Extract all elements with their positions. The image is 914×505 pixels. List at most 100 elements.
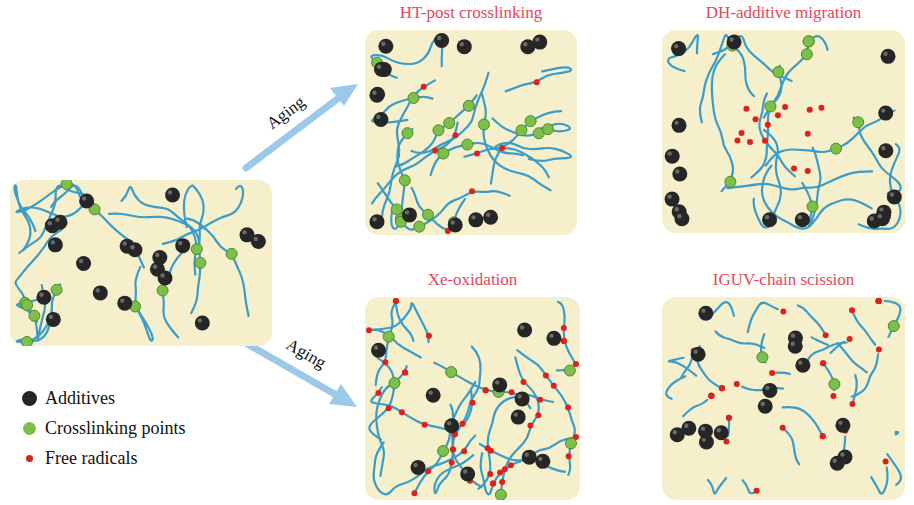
free-radical [876, 346, 882, 352]
polymer-chain [500, 357, 539, 495]
panel-title: DH-additive migration [642, 3, 914, 23]
crosslink-point [462, 139, 473, 150]
additive [671, 41, 686, 56]
polymer-chain [852, 310, 875, 345]
additive [457, 39, 472, 54]
additive-highlight [791, 342, 795, 346]
additive [483, 210, 498, 225]
crosslink-point [565, 438, 576, 449]
free-radical [734, 137, 740, 143]
panel-title: IGUV-chain scission [642, 270, 914, 290]
additive [444, 418, 459, 433]
additive [93, 285, 108, 300]
additive [672, 167, 687, 182]
free-radical [543, 372, 549, 378]
additive-highlight [878, 214, 882, 218]
free-radical [422, 422, 428, 428]
additive-highlight [428, 391, 432, 395]
crosslink-point [22, 300, 33, 311]
free-radical [488, 448, 494, 454]
additive-highlight [684, 424, 688, 428]
additive-highlight [178, 241, 182, 245]
crosslink-point [495, 489, 506, 500]
additive-highlight [160, 273, 164, 277]
additive [511, 410, 526, 425]
free-radical [508, 462, 514, 468]
additive [460, 466, 475, 481]
free-radical [818, 105, 824, 111]
crosslink-point [444, 118, 455, 129]
polymer-chain [478, 395, 553, 489]
additive-highlight [48, 221, 52, 225]
crosslink-point [21, 337, 32, 347]
free-radical [708, 393, 714, 399]
free-radical [461, 448, 467, 454]
polymer-network [662, 297, 905, 500]
additive [665, 192, 680, 207]
additive [546, 331, 561, 346]
additive-highlight [463, 469, 467, 473]
additive [665, 149, 680, 164]
free-radical [820, 360, 826, 366]
polymer-chain [482, 93, 551, 191]
polymer-chain [859, 144, 901, 229]
polymer-chain [885, 301, 901, 337]
crosslink-point [389, 378, 400, 389]
aging-state-panel: HT-post crosslinking [365, 30, 577, 235]
additive [515, 391, 530, 406]
legend-swatch [22, 391, 37, 406]
additive [158, 270, 173, 285]
additive [53, 215, 68, 230]
additive [881, 49, 896, 64]
free-radical [561, 325, 567, 331]
additive-highlight [890, 192, 894, 196]
polymer-chain [712, 302, 734, 316]
additive-highlight [674, 121, 678, 125]
free-radical [449, 459, 455, 465]
polymer-chain [853, 375, 857, 404]
free-radical [573, 361, 579, 367]
additive [875, 211, 890, 226]
free-radical [876, 298, 882, 304]
arrow-head [330, 84, 358, 106]
additive-highlight [514, 412, 518, 416]
additive [369, 88, 384, 103]
crosslink-point [478, 119, 489, 130]
additive [79, 193, 94, 208]
free-radical [487, 471, 493, 477]
free-radical [847, 336, 853, 342]
additive [117, 296, 132, 311]
free-radical [425, 468, 431, 474]
additive [535, 454, 550, 469]
polymer-chain [376, 366, 407, 476]
additive [698, 306, 713, 321]
crosslink-point [226, 248, 237, 259]
free-radical [521, 379, 527, 385]
polymer-chain [372, 303, 429, 357]
additive [468, 212, 483, 227]
chains [371, 36, 571, 229]
free-radical [823, 332, 829, 338]
polymer-chain [109, 214, 200, 314]
crosslink-point [29, 310, 40, 321]
free-radical [747, 139, 753, 145]
additive [681, 421, 696, 436]
additive-highlight [840, 452, 844, 456]
free-radical [535, 412, 541, 418]
polymer-chain [19, 186, 96, 253]
polymer-chain [764, 36, 828, 118]
free-radical [780, 425, 786, 431]
additive-highlight [701, 309, 705, 313]
free-radical [490, 480, 496, 486]
additive [240, 227, 255, 242]
additive-highlight [881, 108, 885, 112]
additive-highlight [674, 207, 678, 211]
free-radical [450, 446, 456, 452]
additive [762, 212, 777, 227]
additive-highlight [377, 64, 381, 68]
legend-swatch [23, 422, 36, 435]
additive [878, 143, 893, 158]
crosslink-point [801, 49, 812, 60]
additive-highlight [883, 52, 887, 56]
free-radical [719, 385, 725, 391]
